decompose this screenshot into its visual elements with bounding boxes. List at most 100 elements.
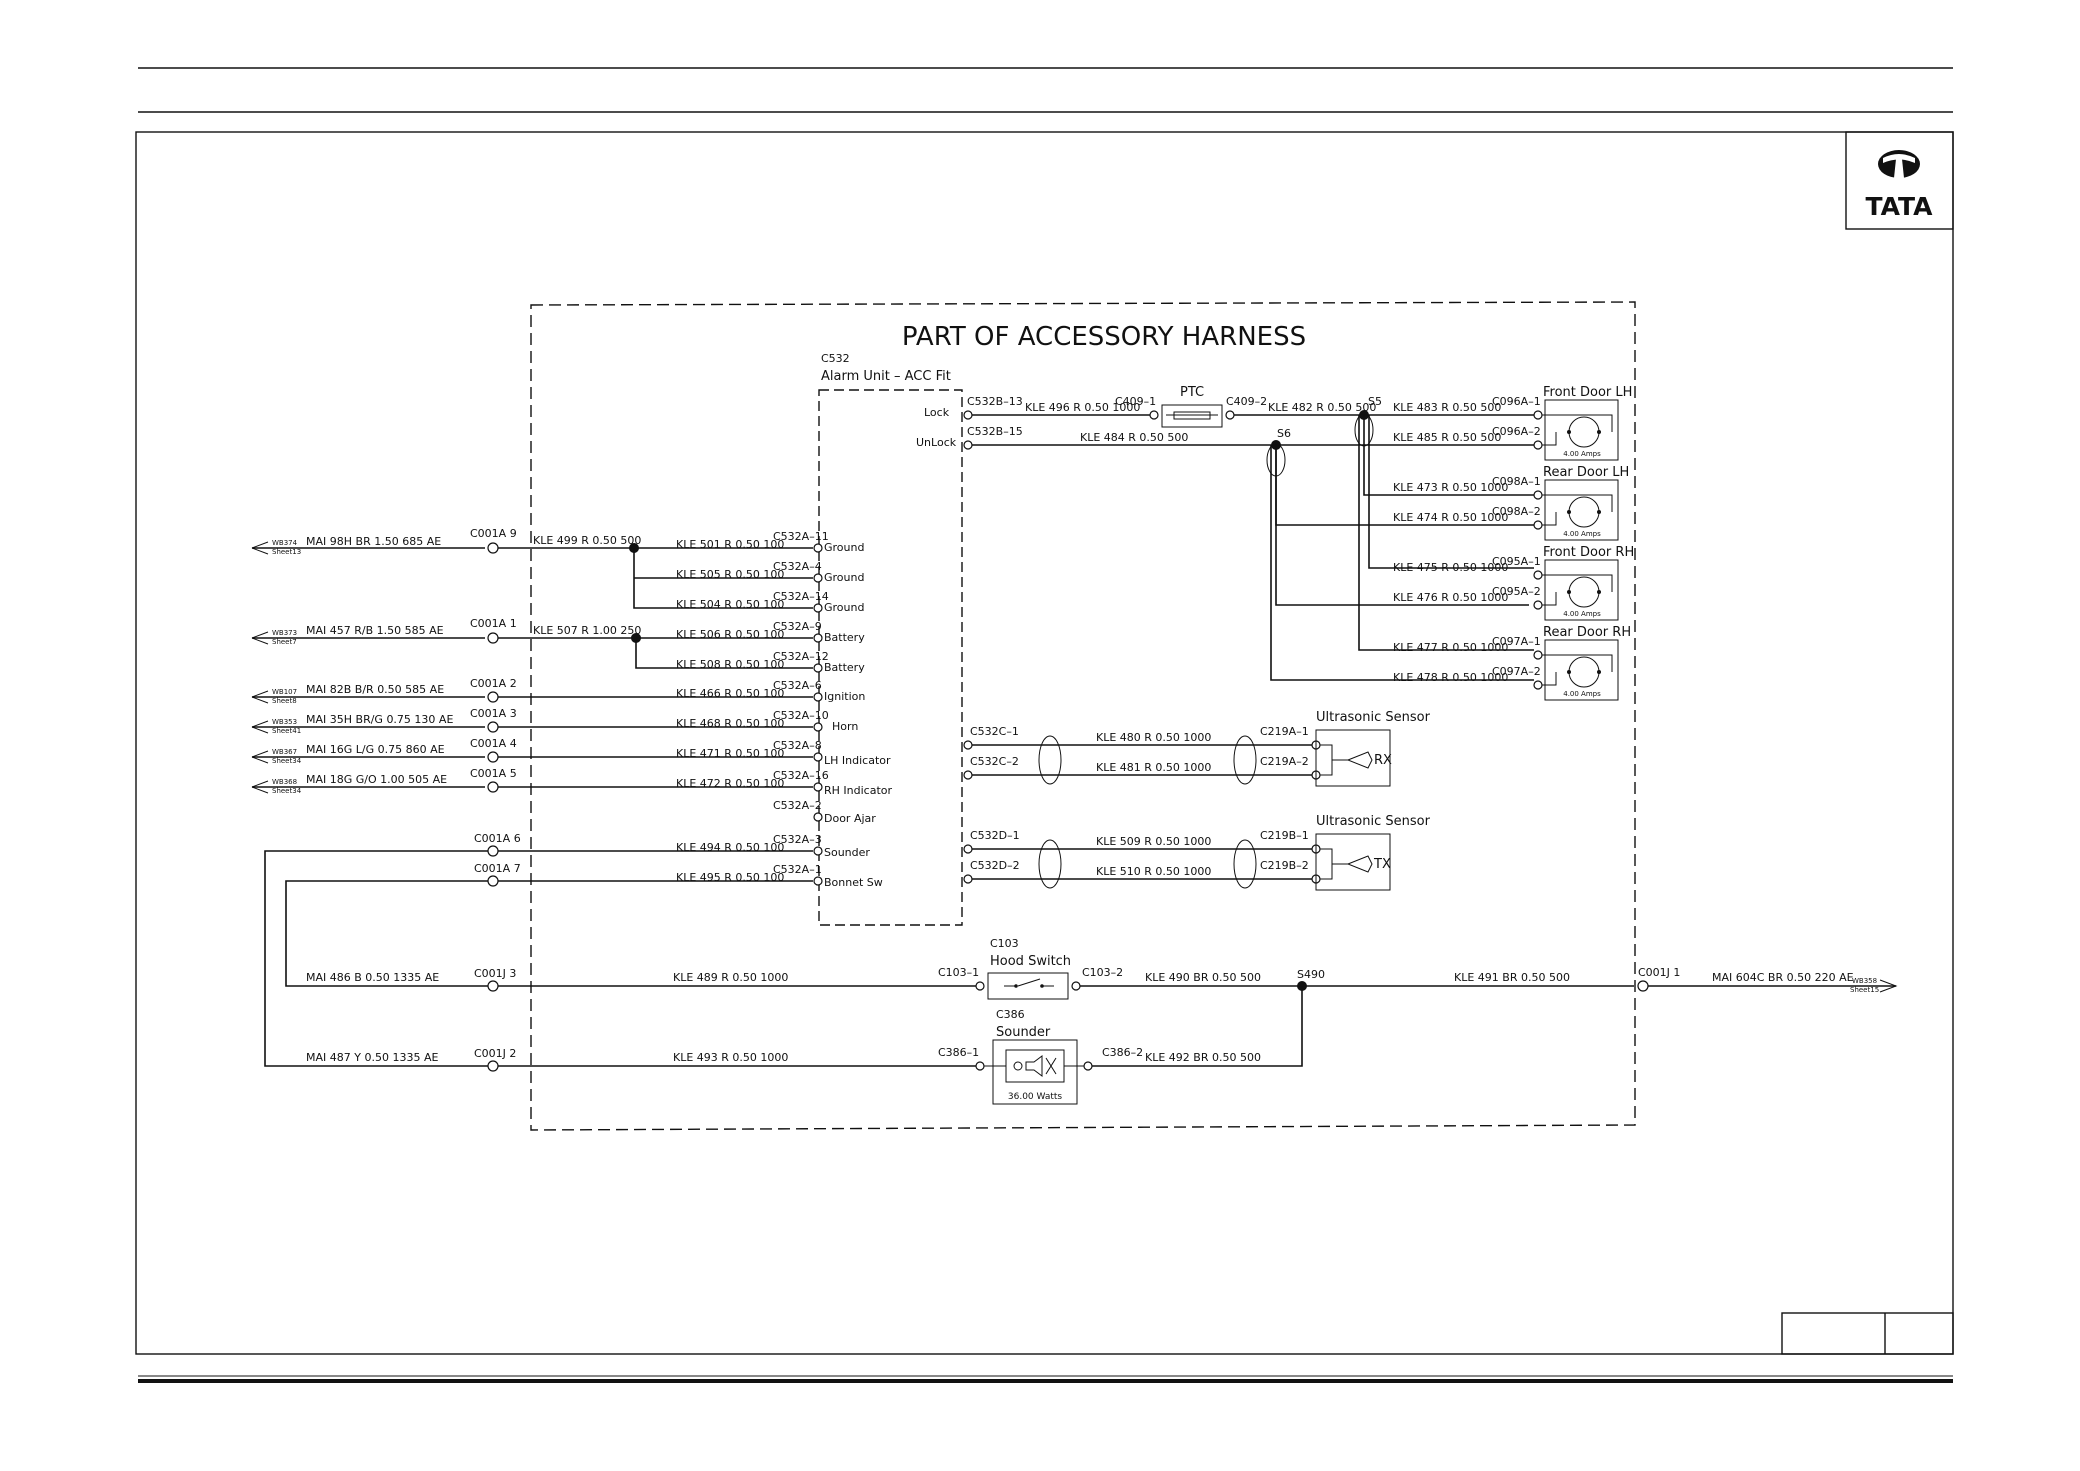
main-wire: MAI 18G G/O 1.00 505 AE [306,773,447,786]
sensor-name: Ultrasonic Sensor [1316,814,1431,829]
splice-s6-label: S6 [1277,427,1291,440]
connector-label: C001A 6 [474,832,521,845]
lock-circuit: Lock UnLock C532B–13 C532B–15 KLE 496 R … [916,385,1534,681]
sensor-mark: TX [1373,857,1391,872]
alarm-unit-name: Alarm Unit – ACC Fit [821,369,951,384]
connector-label: C001A 7 [474,862,521,875]
pin-label: Door Ajar [824,812,876,825]
twisted-pair-icon [1038,839,1062,889]
pin-ref: C532A–16 [773,769,829,782]
left-row: WB373 Sheet7 MAI 457 R/B 1.50 585 AE C00… [251,617,517,646]
splice-s5-label: S5 [1368,395,1382,408]
speaker-icon [1013,1061,1023,1071]
right-exit-main-wire: MAI 604C BR 0.50 220 AE [1712,971,1854,984]
door-wire: KLE 474 R 0.50 1000 [1393,511,1508,524]
ptc-label: PTC [1180,385,1204,400]
connector-label: C001A 4 [470,737,517,750]
door-pin: C097A–2 [1492,665,1541,678]
logo-text: TATA [1866,192,1934,221]
sounder-out-pin: C386–2 [1102,1046,1143,1059]
door-pin: C097A–1 [1492,635,1541,648]
pin-wire: KLE 466 R 0.50 100 [676,687,784,700]
wb-ref: WB353 [272,718,297,726]
ultrasonic-sensor-rx: C532C–1 C532C–2 KLE 480 R 0.50 1000 KLE … [963,710,1431,787]
sensor-src-pin: C532C–1 [970,725,1019,738]
wb-sheet: Sheet34 [272,757,302,765]
ultrasonic-sensor-tx: C532D–1 C532D–2 KLE 509 R 0.50 1000 KLE … [963,814,1431,891]
alarm-pin-row: KLE 472 R 0.50 100 C532A–16 RH Indicator [676,769,892,797]
door-wire: KLE 477 R 0.50 1000 [1393,641,1508,654]
c001j-wire: MAI 486 B 0.50 1335 AE [306,971,439,984]
right-exit-connector: C001J 1 [1638,966,1680,979]
pin-wire: KLE 472 R 0.50 100 [676,777,784,790]
hood-wire-out: KLE 490 BR 0.50 500 [1145,971,1261,984]
sounder-name: Sounder [996,1025,1051,1040]
sensor-mark: RX [1374,753,1392,768]
arrow-right-icon [1879,979,1898,993]
unlock-wire: KLE 484 R 0.50 500 [1080,431,1188,444]
pin-label: Bonnet Sw [824,876,883,889]
motor-icon [1568,576,1600,608]
alarm-unit-box [818,389,963,926]
motor-rating: 4.00 Amps [1563,530,1601,538]
door-pin: C098A–2 [1492,505,1541,518]
motor-box [1544,399,1619,461]
motor-box [1544,479,1619,541]
door-name: Front Door RH [1543,545,1634,560]
wb-sheet: Sheet7 [272,638,297,646]
pin-label: Ignition [824,690,865,703]
door-wire: KLE 476 R 0.50 1000 [1393,591,1508,604]
sensor-wire: KLE 480 R 0.50 1000 [1096,731,1211,744]
door-wire: KLE 475 R 0.50 1000 [1393,561,1508,574]
c001j-label: C001J 2 [474,1047,516,1060]
pin-label: LH Indicator [824,754,891,767]
wb-ref: WB374 [272,539,298,547]
door-wire: KLE 473 R 0.50 1000 [1393,481,1508,494]
twisted-pair-icon [1233,735,1257,785]
motor-icon [1568,496,1600,528]
hood-switch-ref: C103 [990,937,1019,950]
pin-label: Battery [824,661,865,674]
wb-ref: WB368 [272,778,297,786]
c001j-wire: MAI 487 Y 0.50 1335 AE [306,1051,438,1064]
door-name: Rear Door RH [1543,625,1631,640]
lock-wire: KLE 496 R 0.50 1000 [1025,401,1140,414]
connector-label: C001A 5 [470,767,517,780]
sensor-src-pin: C532D–1 [970,829,1020,842]
title-block [1781,1312,1954,1355]
motor-box [1544,639,1619,701]
sounder-in-pin: C386–1 [938,1046,979,1059]
ptc-in-pin: C409–1 [1115,395,1156,408]
ptc-out-wire: KLE 482 R 0.50 500 [1268,401,1376,414]
alarm-pin-row: KLE 494 R 0.50 100 C532A–3 Sounder [676,833,870,859]
pin-label: Sounder [824,846,870,859]
splice-s490-label: S490 [1297,968,1325,981]
ground-feed-wire: KLE 499 R 0.50 500 [533,534,641,547]
unlock-label: UnLock [916,436,957,449]
c001j-label: C001J 3 [474,967,516,980]
pin-wire: KLE 504 R 0.50 100 [676,598,784,611]
pin-ref: C532A–1 [773,863,822,876]
left-row: WB367 Sheet34 MAI 16G L/G 0.75 860 AE C0… [251,737,517,765]
door-motor: Rear Door LH KLE 473 R 0.50 1000 KLE 474… [1393,465,1629,541]
alarm-pin-row: C532A–2 Door Ajar [773,799,876,825]
sounder-circuit: C001J 2 MAI 487 Y 0.50 1335 AE KLE 493 R… [306,986,1303,1105]
harness-title: PART OF ACCESSORY HARNESS [902,322,1306,352]
sounder-wire-out: KLE 492 BR 0.50 500 [1145,1051,1261,1064]
door-pin: C096A–2 [1492,425,1541,438]
alarm-pin-row: KLE 495 R 0.50 100 C532A–1 Bonnet Sw [676,863,883,889]
sounder-inner [1005,1049,1065,1083]
door-pin: C095A–2 [1492,585,1541,598]
alarm-pin-row: KLE 501 R 0.50 100 C532A–11 Ground [676,530,864,554]
drawing-border [135,131,1954,1355]
alarm-pin-row: KLE 504 R 0.50 100 C532A–14 Ground [676,590,864,614]
pin-ref: C532A–6 [773,679,822,692]
wb-ref: WB373 [272,629,297,637]
motor-icon [1568,416,1600,448]
door-wire: KLE 483 R 0.50 500 [1393,401,1501,414]
motor-rating: 4.00 Amps [1563,450,1601,458]
alarm-pin-list: KLE 501 R 0.50 100 C532A–11 Ground KLE 5… [676,530,892,889]
pin-ref: C532A–2 [773,799,822,812]
sensor-wire: KLE 509 R 0.50 1000 [1096,835,1211,848]
